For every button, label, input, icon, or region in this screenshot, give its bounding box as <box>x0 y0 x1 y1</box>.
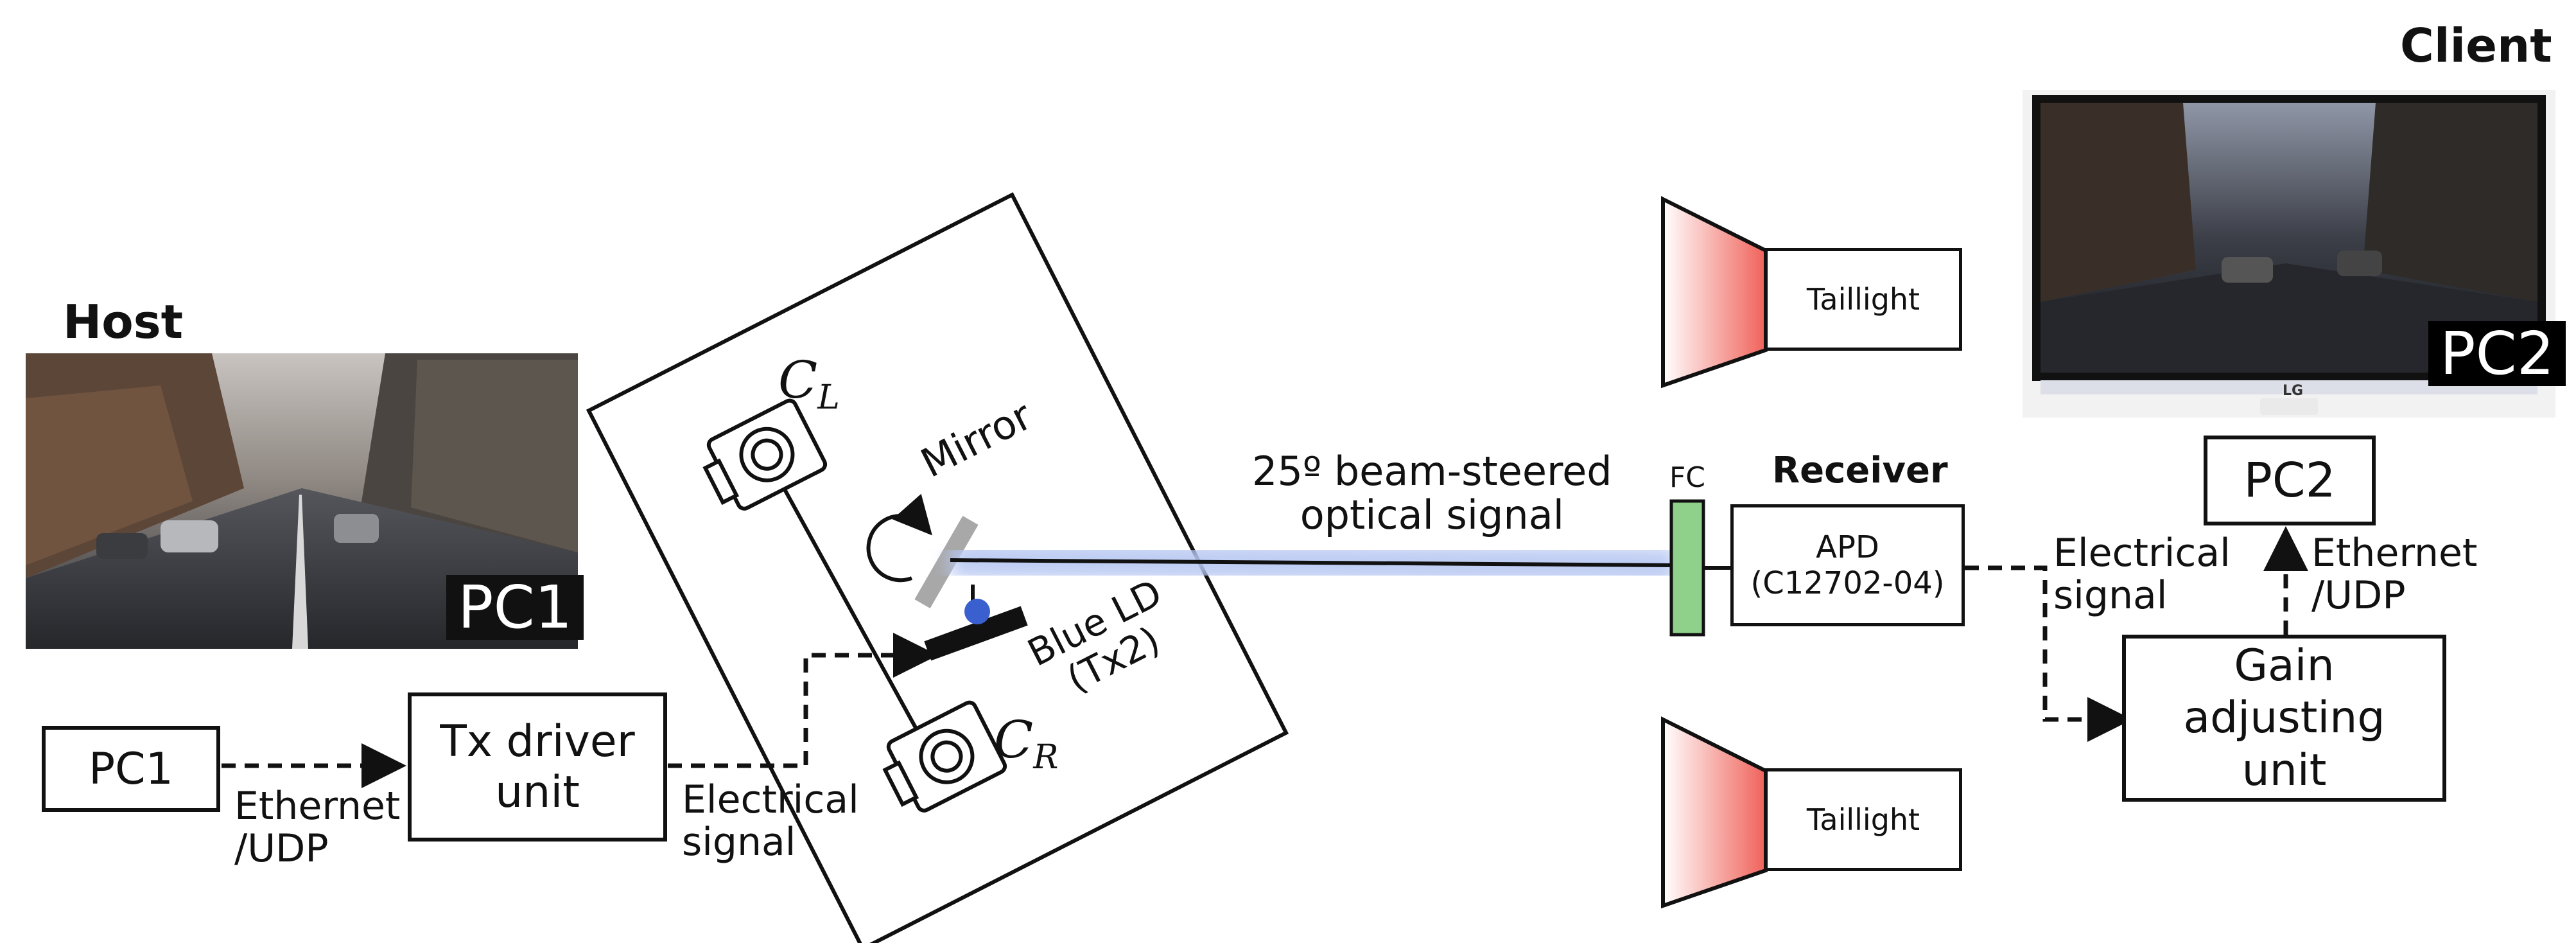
apd-box: APD (C12702-04) <box>1730 504 1965 626</box>
camera-rod <box>775 474 920 734</box>
laser-emitter-dot <box>964 599 990 624</box>
camera-right-label: CR <box>994 710 1059 777</box>
host-screen-photo <box>26 353 578 649</box>
optical-filter-shape <box>1669 499 1705 637</box>
electrical-signal-label-client: Electrical signal <box>2053 531 2231 618</box>
host-screen-label: PC1 <box>446 575 584 640</box>
client-monitor-photo <box>2023 90 2555 418</box>
filter-label: FC <box>1669 461 1706 494</box>
taillight-shape-top <box>1661 196 1768 389</box>
host-title: Host <box>63 295 183 349</box>
taillight-box-bottom: Taillight <box>1764 768 1962 871</box>
camera-left-icon <box>702 398 828 511</box>
beam-label: 25º beam-steered optical signal <box>1252 448 1612 539</box>
camera-right-icon <box>882 700 1007 813</box>
ethernet-udp-label-host: Ethernet /UDP <box>234 784 401 871</box>
transmitter-housing <box>586 192 1289 943</box>
mirror-shape <box>914 516 979 608</box>
taillight-box-top: Taillight <box>1764 248 1962 351</box>
taillight-shape-bottom <box>1661 716 1768 909</box>
arrow-driver-to-transmitter <box>668 633 938 768</box>
camera-left-label: CL <box>778 350 840 417</box>
electrical-signal-label-host: Electrical signal <box>682 777 859 865</box>
pc1-box-label: PC1 <box>89 743 173 795</box>
tx-driver-unit-box: Tx driver unit <box>408 692 667 842</box>
pc1-box: PC1 <box>42 726 220 812</box>
pc2-box: PC2 <box>2204 436 2376 525</box>
client-screen-label: PC2 <box>2428 321 2566 386</box>
ethernet-udp-label-client: Ethernet /UDP <box>2311 531 2478 618</box>
pc2-box-label: PC2 <box>2243 453 2336 508</box>
monitor-brand: LG <box>2283 383 2304 399</box>
mirror-rotation-icon <box>866 493 932 583</box>
client-title: Client <box>2400 19 2552 73</box>
receiver-title: Receiver <box>1772 450 1948 491</box>
gain-adjusting-unit-box: Gain adjusting unit <box>2122 635 2446 802</box>
laser-diode-shape <box>924 606 1028 661</box>
beam-line <box>950 558 1676 567</box>
